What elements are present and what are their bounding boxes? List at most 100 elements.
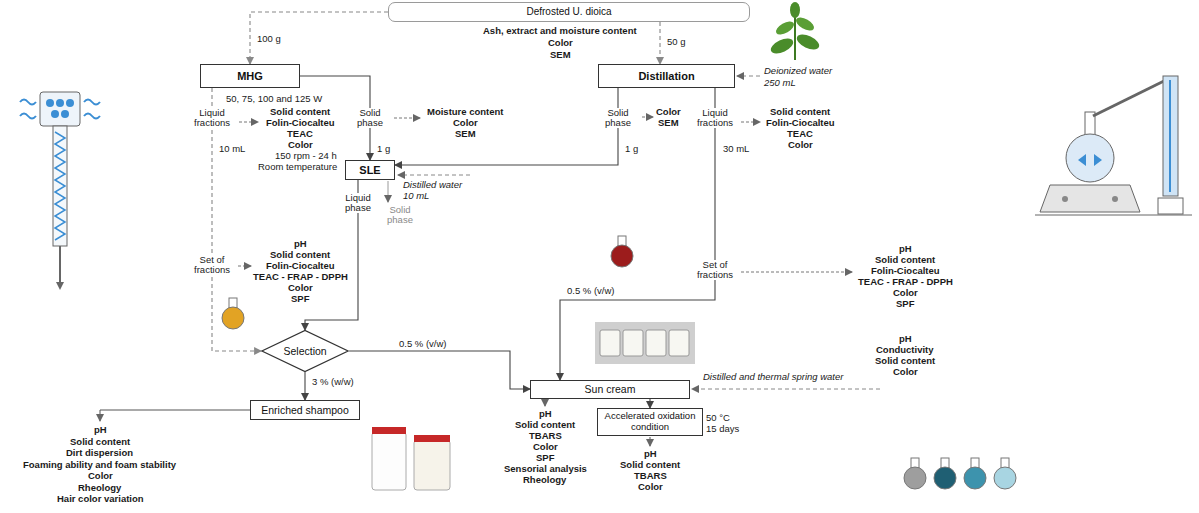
water-flasks	[964, 467, 986, 489]
distillation-apparatus	[1093, 80, 1166, 116]
nettle-plant	[795, 31, 822, 52]
water-flasks	[994, 467, 1016, 489]
distillation-apparatus	[1035, 215, 1192, 216]
process-box: MHG	[200, 64, 300, 88]
distillation-apparatus	[1062, 196, 1068, 202]
process-box: SLE	[345, 160, 395, 180]
measurement-list-item: Folin-Ciocalteu	[765, 117, 836, 128]
annotation-label: Solid phase	[377, 205, 423, 225]
leader-arrows	[394, 118, 420, 119]
product-box: Sun cream	[530, 380, 690, 399]
measurement-list-item: Color	[892, 366, 919, 377]
annotation-label: 150 rpm - 24 h	[274, 150, 338, 161]
measurement-list-item: Solid content	[874, 355, 936, 366]
annotation-label: Solid phase	[595, 108, 641, 128]
measurement-list-item: Rheology	[522, 474, 567, 485]
distillation-apparatus	[1078, 154, 1102, 166]
nettle-plant	[794, 12, 796, 60]
edge-label: 3 % (w/w)	[311, 376, 355, 387]
measurement-list-item: Rheology	[77, 482, 122, 493]
measurement-list-item: Color	[532, 441, 559, 452]
microwave-apparatus	[84, 100, 100, 105]
edge-label: 0.5 % (v/w)	[566, 285, 616, 296]
microwave-apparatus	[84, 114, 100, 119]
measurement-list-item: pH	[643, 448, 658, 459]
measurement-list-item: Conductivity	[875, 344, 935, 355]
microwave-apparatus	[20, 92, 100, 290]
measurement-list-item: TEAC	[786, 128, 814, 139]
distillation-apparatus	[1040, 185, 1140, 212]
measurement-list-item: Color	[87, 470, 114, 481]
measurement-list-item: Color	[287, 282, 314, 293]
sample-flask	[611, 245, 633, 267]
annotation-label: Room temperature	[257, 161, 338, 172]
measurement-list-item: SEM	[657, 117, 680, 128]
leader-arrows	[741, 272, 852, 273]
measurement-list-item: Solid content	[269, 106, 331, 117]
flow-connector	[395, 88, 618, 165]
microwave-apparatus	[61, 110, 69, 118]
microwave-apparatus	[56, 99, 64, 107]
process-box: Distillation	[598, 64, 735, 88]
leader-arrows	[238, 266, 251, 267]
node-text: Enriched shampoo	[261, 404, 349, 416]
annotation-label: Solid phase	[347, 108, 393, 128]
annotation-label: 30 mL	[722, 143, 750, 154]
cream-jars	[623, 330, 643, 356]
water-flasks	[934, 467, 956, 489]
measurement-list-item: pH	[538, 408, 553, 419]
distillation-apparatus	[1035, 76, 1192, 215]
annotation-label: Distilled water	[402, 179, 463, 190]
flow-connector	[304, 372, 305, 400]
nettle-plant	[794, 15, 816, 34]
water-flasks	[904, 458, 1016, 489]
leader-arrows	[650, 437, 651, 446]
measurement-list-item: Folin-Ciocalteu	[265, 117, 336, 128]
measurement-list-item: TEAC	[286, 128, 314, 139]
measurement-list-item: pH	[898, 333, 913, 344]
distillation-apparatus	[1163, 76, 1178, 196]
cream-jars	[646, 330, 666, 356]
sample-flask	[611, 236, 633, 267]
measurement-list-item: Color	[637, 481, 664, 492]
measurement-list-item: Color	[452, 117, 479, 128]
water-flasks	[904, 467, 926, 489]
node-text: SLE	[359, 164, 380, 177]
cream-jars	[595, 322, 695, 364]
node-text: Selection	[284, 345, 327, 357]
cream-jars	[669, 330, 689, 356]
annotation-label: Distilled and thermal spring water	[702, 371, 844, 382]
distillation-apparatus	[1158, 198, 1183, 214]
distillation-apparatus	[1169, 80, 1171, 192]
microwave-apparatus	[66, 99, 74, 107]
leader-arrows	[239, 122, 258, 123]
condition-box: Accelerated oxidation condition	[597, 408, 703, 436]
shampoo-bottles	[372, 427, 450, 490]
edge-label: 50 g	[666, 36, 687, 47]
flow-connector	[250, 12, 388, 64]
measurement-list-item: SEM	[454, 128, 477, 139]
measurement-list-item: Folin-Ciocalteu	[870, 265, 941, 276]
measurement-list-item: Solid content	[514, 419, 576, 430]
measurement-list-item: Color	[892, 287, 919, 298]
shampoo-bottles	[414, 440, 450, 490]
measurement-list-item: Hair color variation	[56, 493, 145, 504]
measurement-list-item: SEM	[549, 49, 572, 60]
microwave-apparatus	[20, 114, 36, 119]
leader-arrows	[398, 175, 470, 176]
annotation-label: Liquid fractions	[187, 108, 237, 128]
measurement-list-item: TBARS	[528, 430, 563, 441]
measurement-list-item: Color	[547, 37, 574, 48]
edge-label: 100 g	[256, 33, 282, 44]
flow-connector	[349, 351, 530, 389]
distillation-apparatus	[1066, 134, 1114, 182]
leader-arrows	[692, 389, 880, 390]
measurement-list-item: Solid content	[769, 106, 831, 117]
microwave-apparatus	[53, 126, 67, 246]
product-box: Enriched shampoo	[250, 400, 360, 420]
distillation-apparatus	[1112, 196, 1118, 202]
measurement-list-item: pH	[293, 238, 308, 249]
cream-jars	[600, 330, 620, 356]
measurement-list-item: TEAC - FRAP - DPPH	[252, 271, 349, 282]
measurement-list-item: Solid content	[619, 459, 681, 470]
